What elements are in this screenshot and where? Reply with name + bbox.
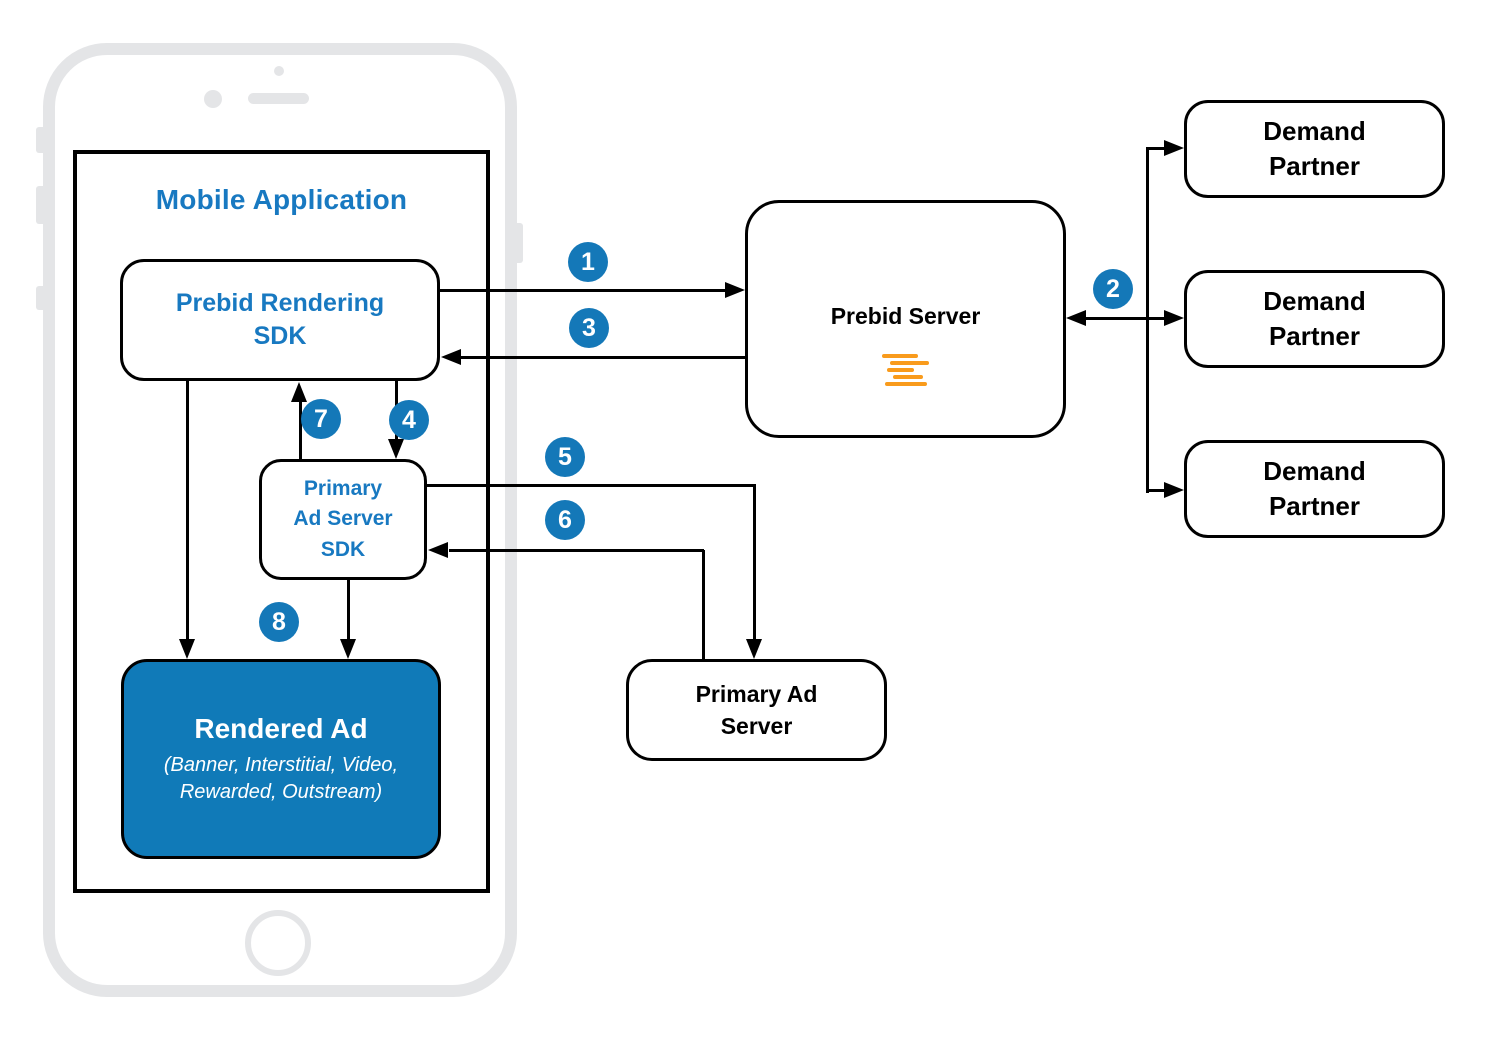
phone-home-button xyxy=(245,910,311,976)
prebid-rendering-sdk-node: Prebid Rendering SDK xyxy=(120,259,440,381)
step-badge-8: 8 xyxy=(259,602,299,642)
arrow-7-head xyxy=(291,382,307,402)
phone-camera-icon xyxy=(204,90,222,108)
demand-bottom-stub-head xyxy=(1164,482,1184,498)
phone-sensor-dot-icon xyxy=(274,66,284,76)
prebid-rendering-sdk-label: Prebid Rendering SDK xyxy=(175,289,385,350)
rendered-ad-title: Rendered Ad xyxy=(194,713,368,745)
arrow-3-line xyxy=(460,356,745,359)
rendered-ad-subtitle: (Banner, Interstitial, Video, Rewarded, … xyxy=(163,753,399,803)
arrow-8-right-head xyxy=(340,639,356,659)
arrow-7-line xyxy=(299,402,302,459)
arrow-1-head xyxy=(725,282,745,298)
arrow-6-line-v xyxy=(702,550,705,660)
mobile-application-title: Mobile Application xyxy=(155,184,408,215)
arrow-1-line xyxy=(440,289,725,292)
arrow-8-left-head xyxy=(179,639,195,659)
arrow-6-line-h xyxy=(449,549,704,552)
demand-top-stub-head xyxy=(1164,140,1184,156)
phone-power-button xyxy=(516,223,523,263)
demand-partner-label: Demand Partner xyxy=(1263,455,1366,521)
phone-volume-up-button xyxy=(36,186,44,224)
step-badge-2: 2 xyxy=(1093,269,1133,309)
prebid-logo-icon xyxy=(881,354,930,388)
arrow-2-line xyxy=(1086,317,1166,320)
primary-ad-server-label: Primary Ad Server xyxy=(695,680,818,739)
demand-partner-label: Demand Partner xyxy=(1263,285,1366,351)
phone-volume-down-button xyxy=(36,286,44,310)
phone-mute-switch xyxy=(36,127,44,153)
step-badge-7: 7 xyxy=(301,399,341,439)
step-badge-1: 1 xyxy=(568,242,608,282)
step-badge-4: 4 xyxy=(389,400,429,440)
step-badge-6: 6 xyxy=(545,500,585,540)
arrow-5-head xyxy=(746,639,762,659)
arrow-8-right-line xyxy=(347,579,350,640)
step-badge-3: 3 xyxy=(569,308,609,348)
demand-branch-line xyxy=(1146,147,1149,493)
arrow-2-head-right xyxy=(1164,310,1184,326)
arrow-8-left-line xyxy=(186,380,189,640)
arrow-2-head-left xyxy=(1066,310,1086,326)
arrow-6-head xyxy=(428,542,448,558)
demand-bottom-stub-line xyxy=(1147,489,1167,492)
primary-ad-server-sdk-node: Primary Ad Server SDK xyxy=(259,459,427,580)
rendered-ad-node: Rendered Ad (Banner, Interstitial, Video… xyxy=(121,659,441,859)
prebid-server-node: Prebid Server xyxy=(745,200,1066,438)
demand-top-stub-line xyxy=(1147,147,1167,150)
arrow-5-line-v xyxy=(753,484,756,640)
phone-speaker-icon xyxy=(248,93,309,104)
demand-partner-label: Demand Partner xyxy=(1263,115,1366,181)
arrow-4-head xyxy=(388,439,404,459)
step-badge-5: 5 xyxy=(545,437,585,477)
arrow-5-line-h xyxy=(427,484,756,487)
primary-ad-server-sdk-label: Primary Ad Server SDK xyxy=(293,476,393,561)
arrow-3-head xyxy=(441,349,461,365)
prebid-server-label: Prebid Server xyxy=(830,303,981,329)
demand-partner-node-2: Demand Partner xyxy=(1184,270,1445,368)
demand-partner-node-1: Demand Partner xyxy=(1184,100,1445,198)
demand-partner-node-3: Demand Partner xyxy=(1184,440,1445,538)
primary-ad-server-node: Primary Ad Server xyxy=(626,659,887,761)
